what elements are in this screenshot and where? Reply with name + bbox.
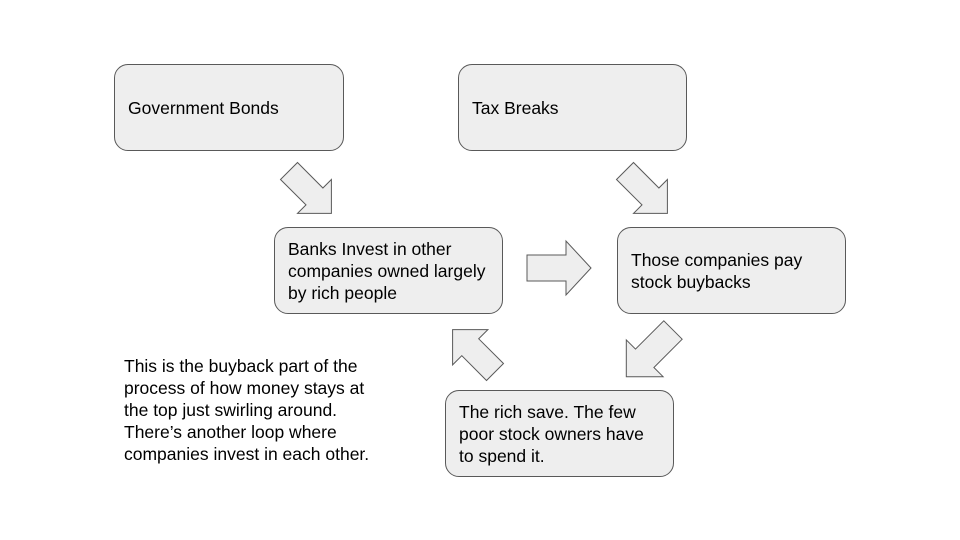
arrow-tax-breaks-to-buybacks bbox=[615, 161, 668, 214]
node-label: The rich save. The few poor stock owners… bbox=[459, 401, 644, 466]
arrow-banks-to-buybacks bbox=[526, 239, 592, 297]
node-label: Tax Breaks bbox=[472, 97, 559, 118]
node-government-bonds: Government Bonds bbox=[114, 64, 344, 151]
node-rich-save: The rich save. The few poor stock owners… bbox=[445, 390, 674, 477]
node-label: Banks Invest in other companies owned la… bbox=[288, 238, 486, 303]
diagram-note: This is the buyback part of the process … bbox=[124, 356, 370, 464]
node-label: Government Bonds bbox=[128, 97, 279, 118]
node-label: Those companies pay stock buybacks bbox=[631, 249, 803, 292]
node-tax-breaks: Tax Breaks bbox=[458, 64, 687, 151]
node-banks-invest: Banks Invest in other companies owned la… bbox=[274, 227, 503, 314]
arrow-bonds-to-banks bbox=[279, 161, 332, 214]
arrow-rich-to-banks bbox=[452, 329, 505, 382]
arrow-buybacks-to-rich bbox=[625, 320, 683, 378]
node-companies-buybacks: Those companies pay stock buybacks bbox=[617, 227, 846, 314]
